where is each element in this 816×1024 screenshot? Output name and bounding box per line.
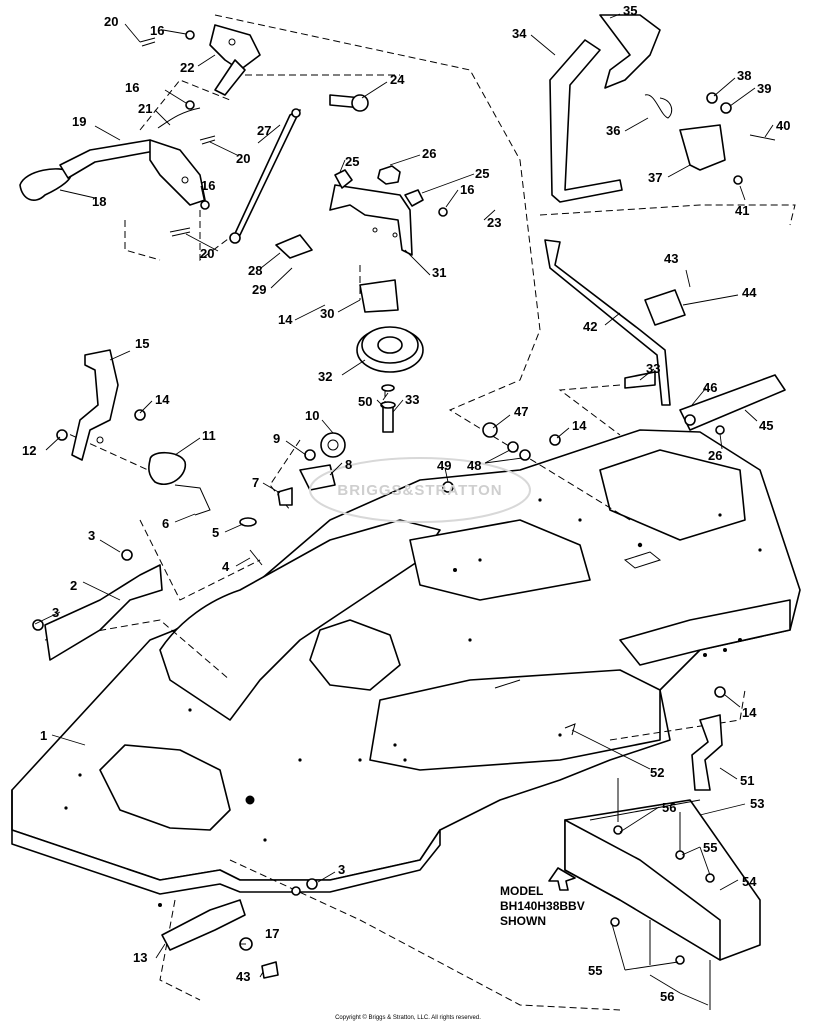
label-part-14: 14 — [742, 705, 757, 720]
watermark-text: BRIGGS&STRATTON — [337, 482, 502, 499]
label-part-41: 41 — [735, 203, 749, 218]
label-part-43: 43 — [664, 251, 678, 266]
hardware — [32, 409, 726, 979]
model-note-line-2: BH140H38BBV — [500, 899, 585, 913]
label-part-20: 20 — [104, 14, 118, 29]
copyright-notice: Copyright © Briggs & Stratton, LLC. All … — [335, 1014, 481, 1021]
label-part-3: 3 — [338, 862, 345, 877]
label-part-20: 20 — [200, 246, 214, 261]
model-note-line-3: SHOWN — [500, 914, 546, 928]
label-part-14: 14 — [155, 392, 170, 407]
label-part-40: 40 — [776, 118, 790, 133]
model-note-line-1: MODEL — [500, 884, 543, 898]
label-part-27: 27 — [257, 123, 271, 138]
label-part-32: 32 — [318, 369, 332, 384]
lift-linkage — [544, 239, 786, 435]
watermark: BRIGGS&STRATTON — [309, 457, 531, 523]
label-part-14: 14 — [278, 312, 293, 327]
clutch-rod-assembly — [229, 94, 369, 244]
part-labels: 1 2 3 3 3 4 5 6 7 8 9 10 11 12 13 14 14 … — [22, 3, 790, 1004]
label-part-52: 52 — [650, 765, 664, 780]
label-part-56: 56 — [662, 800, 676, 815]
frame-holes — [64, 498, 762, 907]
label-part-13: 13 — [133, 950, 147, 965]
model-note: MODEL BH140H38BBV SHOWN — [500, 884, 585, 928]
weight-bracket-assembly — [548, 778, 761, 1010]
label-part-29: 29 — [252, 282, 266, 297]
label-part-44: 44 — [742, 285, 757, 300]
label-part-9: 9 — [273, 431, 280, 446]
label-part-21: 21 — [138, 101, 152, 116]
label-part-28: 28 — [248, 263, 262, 278]
label-part-1: 1 — [40, 728, 47, 743]
label-part-53: 53 — [750, 796, 764, 811]
label-part-2: 2 — [70, 578, 77, 593]
label-part-25: 25 — [345, 154, 359, 169]
label-part-55: 55 — [703, 840, 717, 855]
label-part-51: 51 — [740, 773, 754, 788]
label-part-54: 54 — [742, 874, 757, 889]
label-part-56: 56 — [660, 989, 674, 1004]
label-part-14: 14 — [572, 418, 587, 433]
label-part-26: 26 — [422, 146, 436, 161]
label-part-16: 16 — [460, 182, 474, 197]
label-part-3: 3 — [88, 528, 95, 543]
label-leaders — [34, 13, 774, 1006]
label-part-48: 48 — [467, 458, 481, 473]
label-part-16: 16 — [201, 178, 215, 193]
label-part-55: 55 — [588, 963, 602, 978]
label-part-17: 17 — [265, 926, 279, 941]
label-part-45: 45 — [759, 418, 773, 433]
label-part-30: 30 — [320, 306, 334, 321]
label-part-16: 16 — [125, 80, 139, 95]
label-part-3: 3 — [52, 605, 59, 620]
label-part-8: 8 — [345, 457, 352, 472]
label-part-10: 10 — [305, 408, 319, 423]
idler-assembly — [275, 165, 424, 433]
label-part-15: 15 — [135, 336, 149, 351]
label-part-18: 18 — [92, 194, 106, 209]
label-part-46: 46 — [703, 380, 717, 395]
label-part-25: 25 — [475, 166, 489, 181]
speed-control-linkage — [19, 24, 448, 237]
label-part-49: 49 — [437, 458, 451, 473]
label-part-20: 20 — [236, 151, 250, 166]
label-part-50: 50 — [358, 394, 372, 409]
label-part-5: 5 — [212, 525, 219, 540]
label-part-42: 42 — [583, 319, 597, 334]
label-part-39: 39 — [757, 81, 771, 96]
label-part-19: 19 — [72, 114, 86, 129]
label-part-11: 11 — [202, 428, 216, 443]
label-part-35: 35 — [623, 3, 637, 18]
label-part-34: 34 — [512, 26, 527, 41]
label-part-33: 33 — [405, 392, 419, 407]
label-part-31: 31 — [432, 265, 446, 280]
main-frame — [11, 429, 801, 907]
seat-bracket-assembly — [549, 14, 776, 203]
label-part-43: 43 — [236, 969, 250, 984]
label-part-12: 12 — [22, 443, 36, 458]
label-part-24: 24 — [390, 72, 405, 87]
label-part-6: 6 — [162, 516, 169, 531]
label-part-22: 22 — [180, 60, 194, 75]
label-part-23: 23 — [487, 215, 501, 230]
label-part-16: 16 — [150, 23, 164, 38]
label-part-37: 37 — [648, 170, 662, 185]
label-part-36: 36 — [606, 123, 620, 138]
label-part-38: 38 — [737, 68, 751, 83]
left-brackets — [44, 349, 211, 661]
label-part-4: 4 — [222, 559, 230, 574]
label-part-7: 7 — [252, 475, 259, 490]
label-part-47: 47 — [514, 404, 528, 419]
label-part-26: 26 — [708, 448, 722, 463]
label-part-33: 33 — [646, 361, 660, 376]
